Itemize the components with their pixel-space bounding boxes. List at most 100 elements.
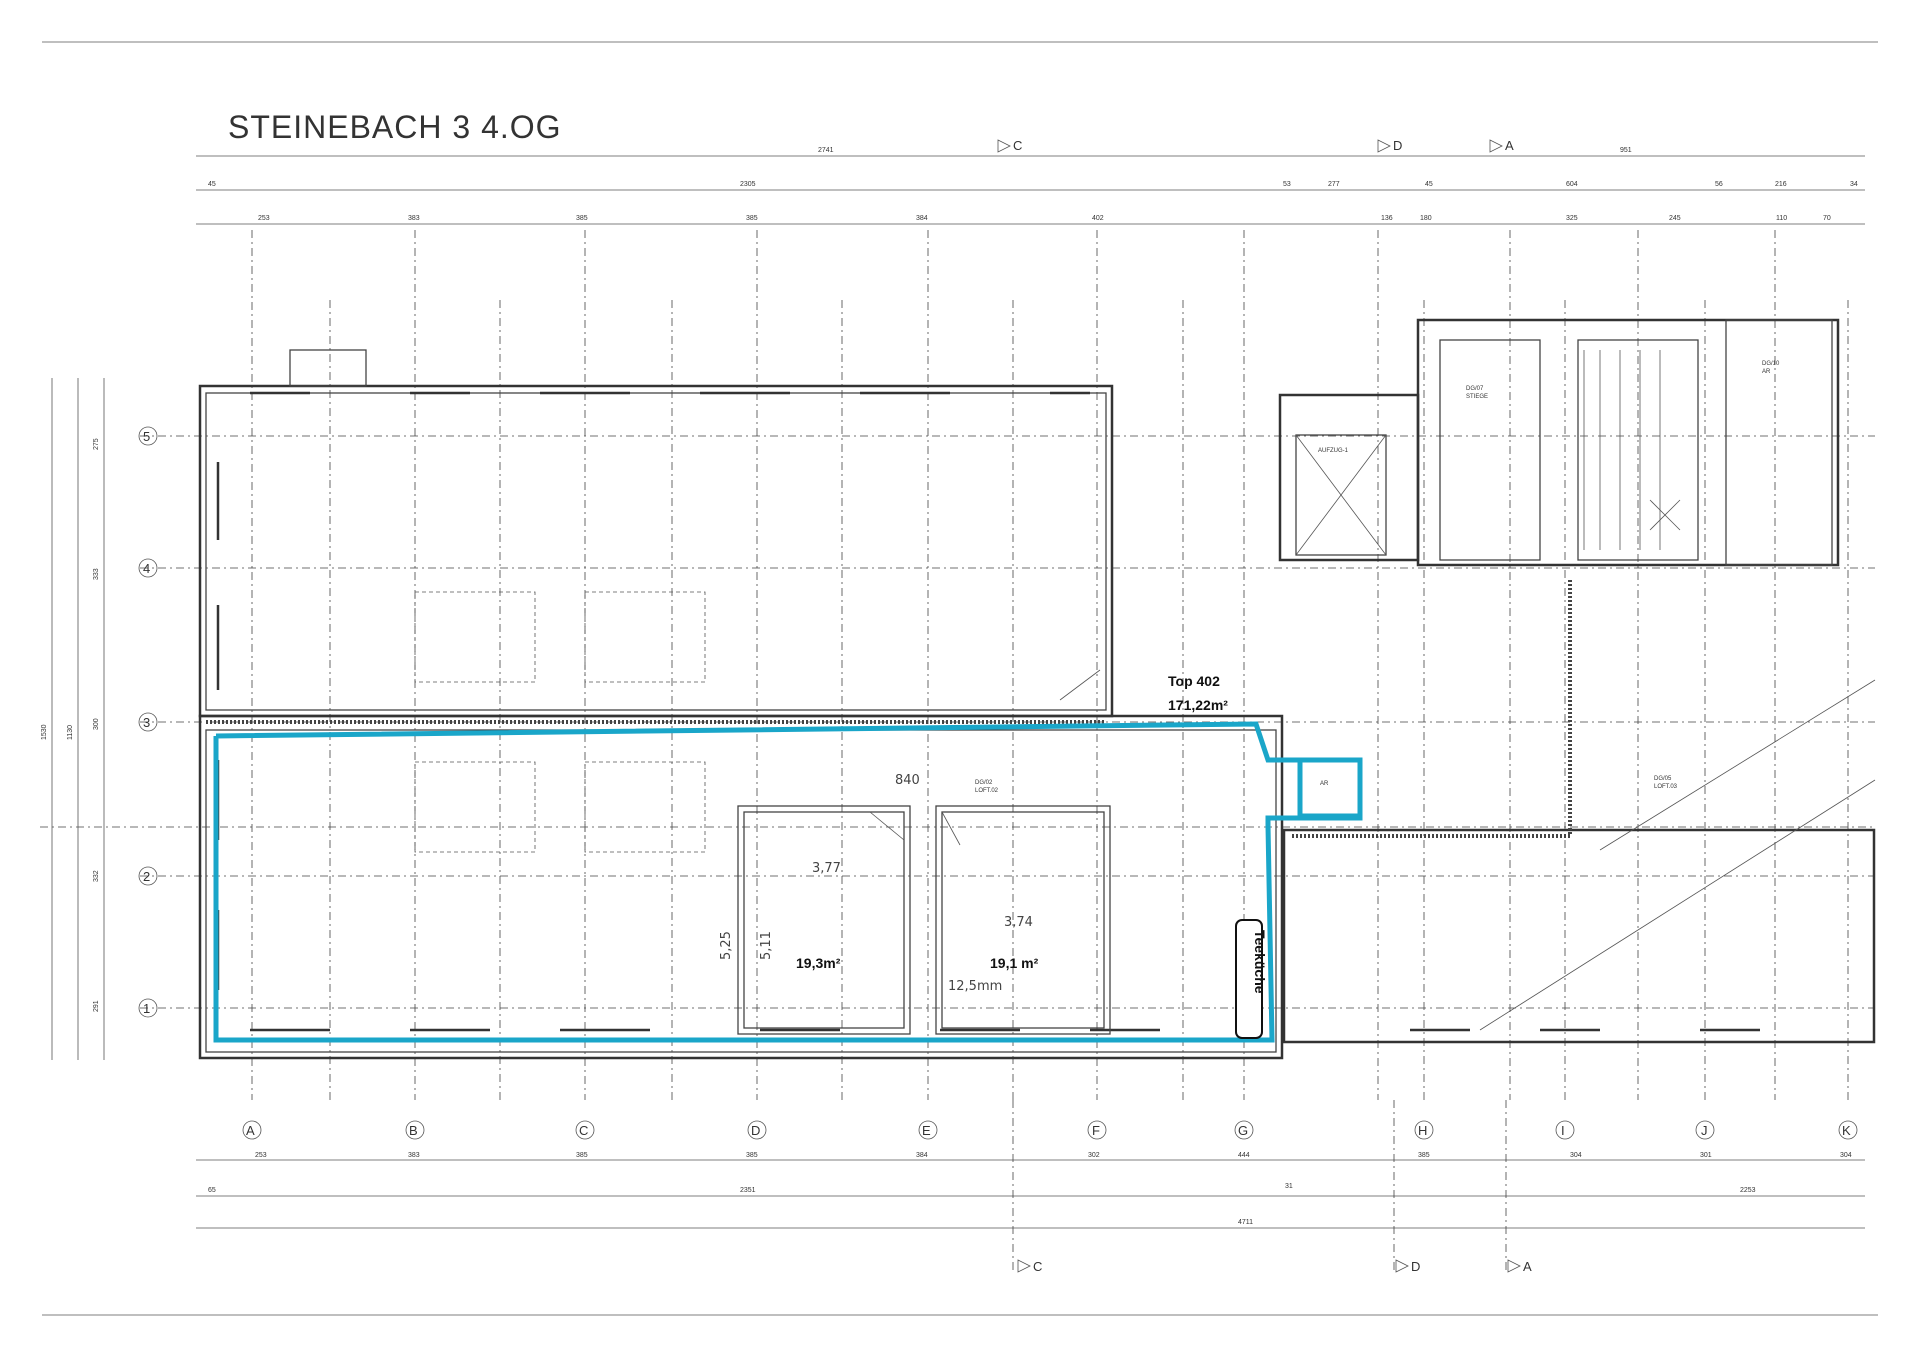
dim-b-4711: 4711 bbox=[1238, 1219, 1253, 1226]
col-label-h: H bbox=[1418, 1123, 1427, 1138]
row-label-4: 4 bbox=[143, 561, 150, 576]
dim-b-31: 31 bbox=[1285, 1183, 1293, 1190]
dim-left-300: 300 bbox=[93, 718, 100, 730]
dim-left-1530: 1530 bbox=[41, 724, 48, 740]
main-building-walls bbox=[198, 349, 1284, 1060]
dim-b-385a: 385 bbox=[576, 1152, 588, 1159]
dim-top-45b: 45 bbox=[1425, 181, 1433, 188]
dim-r3-385a: 385 bbox=[576, 215, 588, 222]
dim-top-2305: 2305 bbox=[740, 181, 756, 188]
room-dg02-label: DG/02 bbox=[975, 780, 993, 786]
dim-r3-245: 245 bbox=[1669, 215, 1681, 222]
dim-top-2741: 2741 bbox=[818, 147, 834, 154]
dim-r3-110: 110 bbox=[1776, 215, 1787, 222]
dim-b-304b: 304 bbox=[1840, 1152, 1852, 1159]
dim-b-304a: 304 bbox=[1570, 1152, 1582, 1159]
hand-dim-377: 3,77 bbox=[812, 861, 841, 876]
dim-r3-180: 180 bbox=[1420, 215, 1432, 222]
dim-b-301: 301 bbox=[1700, 1152, 1712, 1159]
unit-area: 171,22m² bbox=[1168, 697, 1228, 713]
dim-top-277: 277 bbox=[1328, 181, 1340, 188]
row-label-1: 1 bbox=[143, 1001, 150, 1016]
dim-top-56: 56 bbox=[1715, 181, 1723, 188]
section-marker-c-bottom: C bbox=[1033, 1259, 1042, 1274]
row-label-3: 3 bbox=[143, 715, 150, 730]
col-label-i: I bbox=[1561, 1123, 1565, 1138]
hand-dim-374: 3,74 bbox=[1004, 915, 1033, 930]
col-label-c: C bbox=[579, 1123, 588, 1138]
room-dg05-label: DG/05 bbox=[1654, 776, 1672, 782]
dim-b-383: 383 bbox=[408, 1152, 420, 1159]
dim-r3-325: 325 bbox=[1566, 215, 1578, 222]
kitchen-badge: Teeküche bbox=[1235, 919, 1268, 1039]
room-loft02-label: LOFT.02 bbox=[975, 788, 999, 794]
dim-b-2253: 2253 bbox=[1740, 1187, 1756, 1194]
col-label-e: E bbox=[922, 1123, 931, 1138]
unit-label: Top 402 bbox=[1168, 673, 1220, 689]
dim-top-34: 34 bbox=[1850, 181, 1858, 188]
room-area-1: 19,3m² bbox=[796, 955, 841, 971]
column-axis-labels: A B C D E F G H I J K bbox=[242, 1120, 1858, 1140]
room-dg07-label: DG/07 bbox=[1466, 386, 1484, 392]
section-markers-bottom: C D A bbox=[1012, 1100, 1532, 1274]
bottom-dimension-lines: 253 383 385 385 384 302 444 385 304 301 … bbox=[196, 1152, 1865, 1229]
dim-left-1130: 1130 bbox=[67, 725, 74, 740]
dim-top-53: 53 bbox=[1283, 181, 1291, 188]
col-label-g: G bbox=[1238, 1123, 1248, 1138]
room-stiege-label: STIEGE bbox=[1466, 394, 1488, 400]
section-marker-d-bottom: D bbox=[1411, 1259, 1420, 1274]
row-label-2: 2 bbox=[143, 869, 150, 884]
dim-b-65: 65 bbox=[208, 1187, 216, 1194]
drawing-title: STEINEBACH 3 4.OG bbox=[228, 109, 562, 145]
hand-dim-511: 5,11 bbox=[759, 931, 774, 960]
elevator-label: AUFZUG-1 bbox=[1318, 448, 1349, 454]
room-dg10-label: DG/10 bbox=[1762, 361, 1780, 367]
hand-dim-525: 5,25 bbox=[719, 931, 734, 960]
room-loft03-label: LOFT.03 bbox=[1654, 784, 1678, 790]
hand-dim-840: 840 bbox=[895, 773, 920, 788]
col-label-a: A bbox=[246, 1123, 255, 1138]
section-marker-d-top: D bbox=[1393, 138, 1402, 153]
hand-dim-125mm: 12,5mm bbox=[948, 979, 1002, 994]
building-core: AUFZUG-1 DG/07 STIEGE DG/10 AR bbox=[1278, 318, 1840, 567]
dim-r3-402: 402 bbox=[1092, 215, 1104, 222]
row-axis-labels: 5 4 3 2 1 bbox=[138, 426, 158, 1018]
dim-top-951: 951 bbox=[1620, 147, 1632, 154]
dim-r3-70: 70 bbox=[1823, 215, 1831, 222]
unit-top402-outline bbox=[213, 721, 1363, 1043]
interior-rooms bbox=[414, 591, 1111, 1035]
dim-left-333: 333 bbox=[93, 568, 100, 580]
dim-r3-384: 384 bbox=[916, 215, 928, 222]
section-marker-a-bottom: A bbox=[1523, 1259, 1532, 1274]
dim-top-45: 45 bbox=[208, 181, 216, 188]
dim-b-384: 384 bbox=[916, 1152, 928, 1159]
dim-left-275: 275 bbox=[93, 438, 100, 450]
dim-b-444: 444 bbox=[1238, 1152, 1250, 1159]
section-markers-top: C D A bbox=[997, 138, 1514, 153]
dim-r3-253: 253 bbox=[258, 215, 270, 222]
section-marker-c-top: C bbox=[1013, 138, 1022, 153]
dim-b-302: 302 bbox=[1088, 1152, 1100, 1159]
dim-b-385b: 385 bbox=[746, 1152, 758, 1159]
dim-b-253: 253 bbox=[255, 1152, 267, 1159]
dim-b-2351: 2351 bbox=[740, 1187, 756, 1194]
dim-left-291: 291 bbox=[93, 1000, 100, 1012]
ar-small-label: AR bbox=[1320, 781, 1329, 787]
col-label-k: K bbox=[1842, 1123, 1851, 1138]
unit-top402-ar-outline bbox=[1297, 757, 1363, 819]
dim-r3-385b: 385 bbox=[746, 215, 758, 222]
dim-r3-383: 383 bbox=[408, 215, 420, 222]
dim-r3-136: 136 bbox=[1381, 215, 1393, 222]
dim-top-604: 604 bbox=[1566, 181, 1578, 188]
dim-left-332: 332 bbox=[93, 870, 100, 882]
section-marker-a-top: A bbox=[1505, 138, 1514, 153]
col-label-j: J bbox=[1701, 1123, 1708, 1138]
row-label-5: 5 bbox=[143, 429, 150, 444]
top-dimension-lines: 2741 951 45 2305 53 277 45 604 56 216 34… bbox=[196, 147, 1865, 225]
col-label-b: B bbox=[409, 1123, 418, 1138]
vertical-grid-axes bbox=[251, 230, 1849, 1100]
room-area-2: 19,1 m² bbox=[990, 955, 1039, 971]
right-wing: DG/05 LOFT.03 bbox=[1282, 580, 1876, 1044]
dim-b-385c: 385 bbox=[1418, 1152, 1430, 1159]
